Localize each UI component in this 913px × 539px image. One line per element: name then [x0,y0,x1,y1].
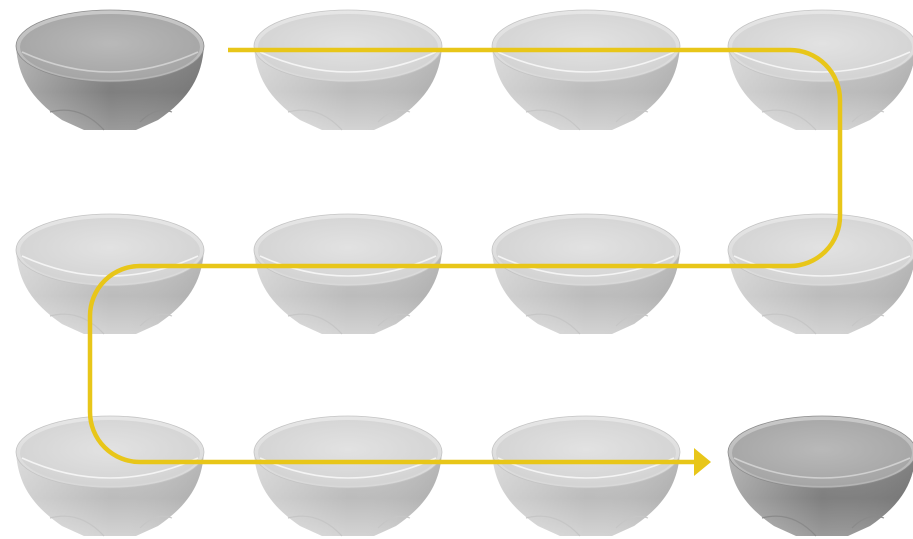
arrow-head-icon [694,448,711,476]
snake-path-line [90,50,840,462]
